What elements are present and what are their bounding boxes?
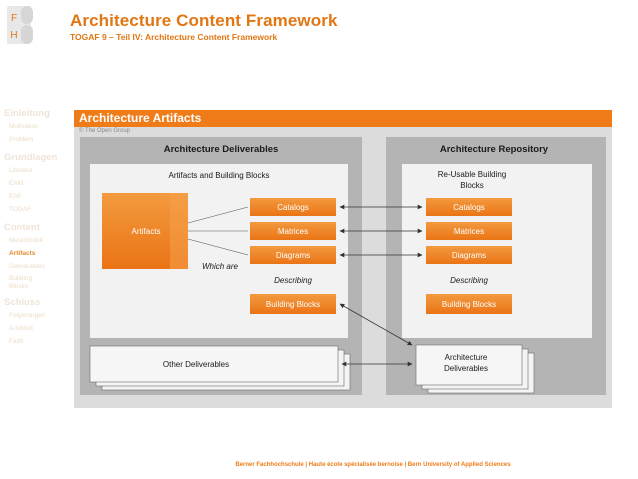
nav-item-motivation[interactable]: Motivation [9,123,39,130]
artifacts-building-blocks-title: Artifacts and Building Blocks [169,171,270,180]
page-title: Architecture Content Framework [70,11,338,30]
matrices-box-right [426,222,512,240]
nav-section-einleitung[interactable]: Einleitung [4,108,50,119]
matrices-label-right: Matrices [454,227,484,236]
catalogs-label-right: Catalogs [453,203,485,212]
matrices-label-left: Matrices [278,227,308,236]
repository-panel-title: Architecture Repository [440,144,549,155]
nav-item-eam[interactable]: EAM [9,180,24,187]
architecture-deliverables-line2: Deliverables [444,364,488,373]
catalogs-label-left: Catalogs [277,203,309,212]
describing-label-left: Describing [274,276,312,285]
diagrams-label-left: Diagrams [276,251,310,260]
architecture-artifacts-figure: Architecture Deliverables Artifacts and … [74,127,612,408]
nav-item-problem[interactable]: Problem [9,136,34,143]
reusable-title-line2: Blocks [460,181,484,190]
building-blocks-box-right [426,294,512,314]
diagrams-box-right [426,246,512,264]
building-blocks-label-left: Building Blocks [266,300,320,309]
building-blocks-label-right: Building Blocks [442,300,496,309]
reusable-title-line1: Re-Usable Building [438,170,506,179]
nav-item-fazit[interactable]: Fazit [9,338,24,345]
footer-text: Berner Fachhochschule | Haute école spéc… [235,462,511,468]
sidebar: F H Einleitung Motivation Problem Grundl… [0,0,66,479]
logo-letter-f: F [11,13,17,24]
other-deliverables-label: Other Deliverables [163,360,229,369]
building-blocks-box-left [250,294,336,314]
building-blocks-arrow [339,303,413,346]
architecture-deliverables-line1: Architecture [445,353,488,362]
catalogs-box-left [250,198,336,216]
nav-section-grundlagen[interactable]: Grundlagen [4,152,58,163]
matrices-box-left [250,222,336,240]
figure-credit: © The Open Group [79,128,131,134]
logo-letter-h: H [10,30,17,41]
architecture-deliverables-box [415,344,523,386]
artifacts-label: Artifacts [132,227,161,236]
nav-item-ausblick[interactable]: Ausblick [9,325,34,332]
section-title-bar [74,110,612,127]
section-title: Architecture Artifacts [79,111,202,125]
nav-item-literatur[interactable]: Literatur [9,167,33,174]
nav-section-content[interactable]: Content [4,222,40,233]
nav-item-folgerungen[interactable]: Folgerungen [9,312,46,319]
describing-label-right: Describing [450,276,488,285]
nav-item-deliverables[interactable]: Deliverables [9,263,45,270]
nav-item-artifacts[interactable]: Artifacts [9,250,36,257]
nav-item-building-blocks[interactable]: Building Blocks [9,275,33,290]
diagrams-box-left [250,246,336,264]
diagrams-label-right: Diagrams [452,251,486,260]
page-subtitle: TOGAF 9 – Teil IV: Architecture Content … [70,32,278,42]
nav-item-eaf[interactable]: EAF [9,193,22,200]
other-deliverables-box [89,345,339,383]
figure-diagram: Architecture Deliverables Artifacts and … [80,137,606,395]
nav-item-metamodell[interactable]: Metamodell [9,237,43,244]
sidebar-nav: Einleitung Motivation Problem Grundlagen… [4,108,66,348]
nav-section-schluss[interactable]: Schluss [4,297,41,308]
catalogs-box-right [426,198,512,216]
nav-item-togaf[interactable]: TOGAF [9,206,32,213]
which-are-label: Which are [202,262,239,271]
footer: Berner Fachhochschule | Haute école spéc… [0,462,638,468]
bfh-logo: F H [3,4,41,46]
deliverables-panel-title: Architecture Deliverables [164,144,279,155]
